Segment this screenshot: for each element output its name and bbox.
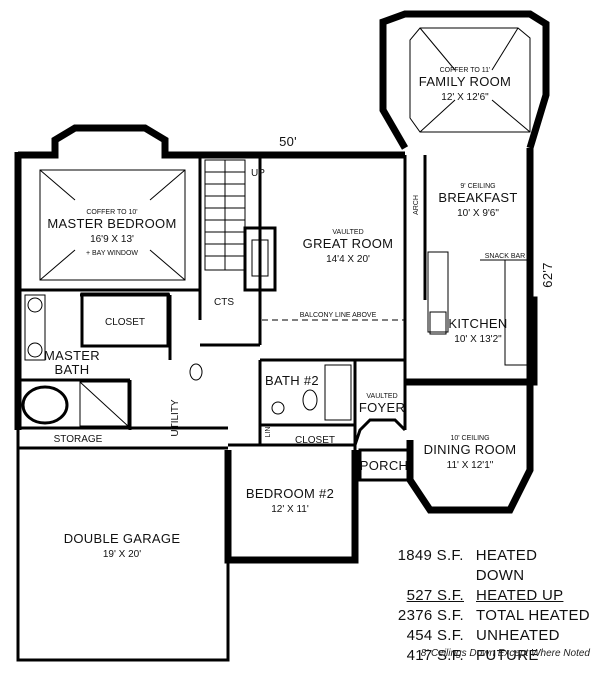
- garage-label: DOUBLE GARAGE 19' X 20': [64, 531, 181, 560]
- breakfast-label: 9' CEILING BREAKFAST 10' X 9'6": [438, 183, 517, 219]
- svg-text:+ BAY WINDOW: + BAY WINDOW: [86, 250, 138, 257]
- svg-text:DINING ROOM: DINING ROOM: [424, 442, 517, 457]
- utility-label: UTILITY: [170, 399, 181, 437]
- legend-row: 417 S.F. FUTURE: [406, 647, 539, 664]
- legend-row: 2376 S.F. TOTAL HEATED: [397, 607, 590, 624]
- kitchen-counters: [427, 251, 528, 366]
- svg-text:FOYER: FOYER: [359, 400, 405, 415]
- svg-text:VAULTED: VAULTED: [366, 393, 397, 400]
- legend-row: 454 S.F. UNHEATED: [406, 627, 560, 644]
- master-bath-fixtures: [21, 294, 129, 427]
- svg-text:DOUBLE GARAGE: DOUBLE GARAGE: [64, 531, 181, 546]
- svg-text:BATH: BATH: [55, 362, 90, 377]
- arch-label: ARCH: [413, 195, 420, 215]
- legend-row: 1849 S.F. HEATED DOWN: [397, 547, 538, 584]
- svg-text:GREAT ROOM: GREAT ROOM: [303, 236, 394, 251]
- interior-walls: [18, 155, 427, 482]
- svg-text:KITCHEN: KITCHEN: [448, 316, 507, 331]
- snack-bar-label: SNACK BAR: [485, 253, 525, 260]
- dimension-top: 50': [279, 134, 297, 149]
- bedroom2-label: BEDROOM #2 12' X 11': [246, 486, 334, 515]
- bath2-fixtures: [189, 363, 352, 421]
- ceiling-note: 8' Ceilings Down Except Where Noted: [420, 648, 590, 659]
- square-footage-legend: 1849 S.F. HEATED DOWN 527 S.F. HEATED UP…: [368, 546, 590, 666]
- svg-text:BEDROOM #2: BEDROOM #2: [246, 486, 334, 501]
- family-room-label: COFFER TO 11' FAMILY ROOM 12' X 12'6": [419, 67, 511, 103]
- svg-text:BREAKFAST: BREAKFAST: [438, 190, 517, 205]
- cts-label: CTS: [214, 297, 234, 308]
- svg-text:10' X 9'6": 10' X 9'6": [457, 208, 499, 219]
- svg-text:MASTER BEDROOM: MASTER BEDROOM: [47, 216, 176, 231]
- svg-text:MASTER: MASTER: [44, 348, 100, 363]
- svg-text:COFFER TO 11': COFFER TO 11': [440, 67, 491, 74]
- svg-text:FAMILY ROOM: FAMILY ROOM: [419, 74, 511, 89]
- svg-text:10' CEILING: 10' CEILING: [450, 435, 489, 442]
- porch-label: PORCH: [360, 458, 408, 473]
- lin-label: LIN: [265, 427, 272, 438]
- svg-text:10' X 13'2": 10' X 13'2": [454, 334, 502, 345]
- dimension-right: 62'7: [540, 262, 555, 287]
- svg-text:VAULTED: VAULTED: [332, 229, 363, 236]
- svg-text:14'4 X 20': 14'4 X 20': [326, 254, 370, 265]
- svg-text:16'9 X 13': 16'9 X 13': [90, 234, 134, 245]
- master-coffer: [39, 169, 186, 281]
- stairs: [204, 159, 246, 271]
- master-bath-label: MASTER BATH: [44, 348, 100, 377]
- svg-text:BATH #2: BATH #2: [265, 373, 319, 388]
- foyer-label: VAULTED FOYER: [359, 393, 405, 415]
- master-bedroom-label: COFFER TO 10' MASTER BEDROOM 16'9 X 13' …: [47, 209, 176, 257]
- bath2-label: BATH #2: [265, 373, 319, 388]
- svg-text:19' X 20': 19' X 20': [103, 549, 141, 560]
- outer-walls: [14, 124, 538, 662]
- balcony-label: BALCONY LINE ABOVE: [300, 312, 377, 319]
- family-room-walls: [379, 10, 550, 150]
- svg-text:12' X 11': 12' X 11': [271, 504, 309, 515]
- svg-text:COFFER TO 10': COFFER TO 10': [86, 209, 137, 216]
- fireplace: [243, 226, 277, 292]
- svg-text:9' CEILING: 9' CEILING: [460, 183, 495, 190]
- closet-label-master: CLOSET: [105, 317, 145, 328]
- up-label: UP: [251, 168, 265, 179]
- kitchen-label: KITCHEN 10' X 13'2": [448, 316, 507, 345]
- great-room-label: VAULTED GREAT ROOM 14'4 X 20': [303, 229, 394, 265]
- svg-text:12' X 12'6": 12' X 12'6": [441, 92, 489, 103]
- dining-label: 10' CEILING DINING ROOM 11' X 12'1": [424, 435, 517, 471]
- storage-label: STORAGE: [54, 434, 103, 445]
- svg-text:11' X 12'1": 11' X 12'1": [447, 460, 494, 471]
- closet-label-bath2: CLOSET: [295, 435, 335, 446]
- legend-row: 527 S.F. HEATED UP: [406, 587, 564, 604]
